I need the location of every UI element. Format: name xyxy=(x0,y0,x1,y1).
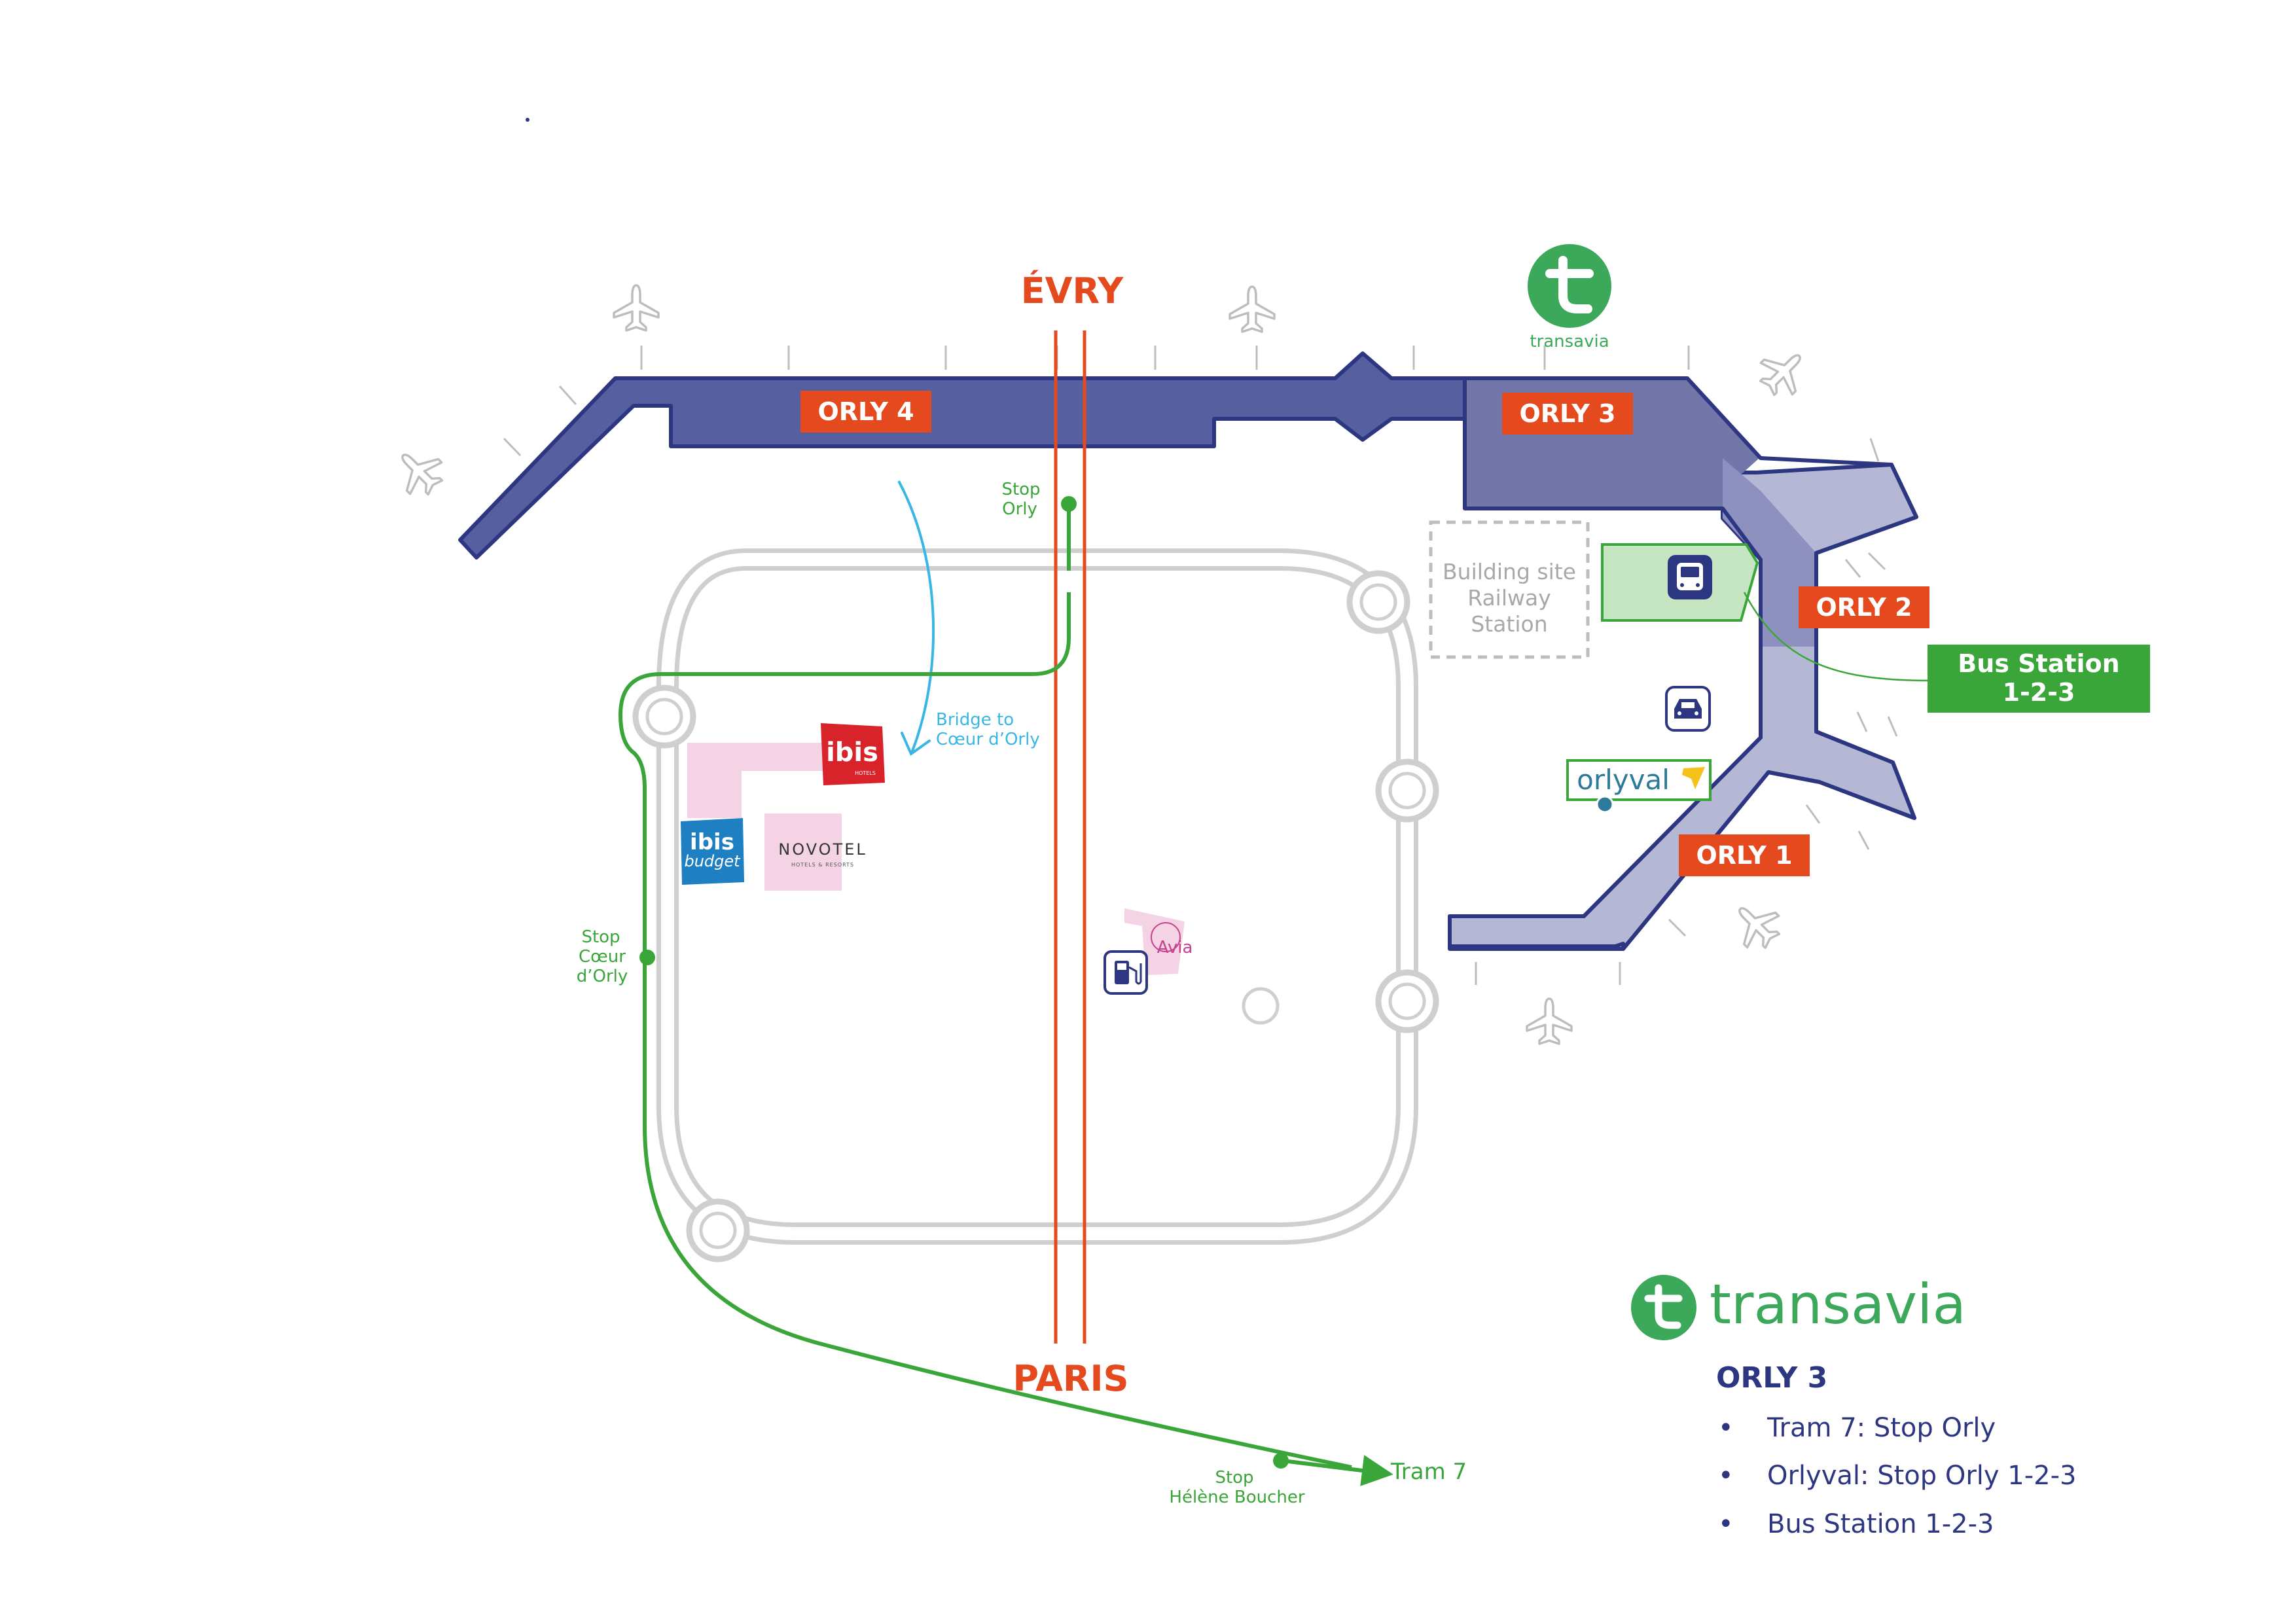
svg-text:ibis: ibis xyxy=(826,738,878,768)
airplane-icon xyxy=(1229,285,1276,333)
ibis-logo: ibis HOTELS xyxy=(821,723,885,785)
airplane-icon xyxy=(386,438,452,505)
svg-text:ibis: ibis xyxy=(690,829,734,855)
svg-text:d’Orly: d’Orly xyxy=(577,967,628,986)
roundabout xyxy=(1350,573,1407,631)
airplane-icon xyxy=(613,284,660,332)
transavia-logo-icon xyxy=(1528,244,1611,328)
svg-text:transavia: transavia xyxy=(1530,332,1609,351)
svg-text:Stop: Stop xyxy=(581,927,620,947)
svg-text:orlyval: orlyval xyxy=(1577,764,1670,796)
transavia-logo-icon xyxy=(1631,1275,1696,1340)
terminal-labels: ORLY 4 ORLY 3 ORLY 2 ORLY 1 xyxy=(800,391,1929,876)
fuel-pump-icon xyxy=(1103,950,1148,995)
stop-coeur-marker xyxy=(639,950,655,965)
svg-text:budget: budget xyxy=(684,852,741,870)
legend-item: Orlyval: Stop Orly 1-2-3 xyxy=(1767,1461,2077,1491)
stand-lines xyxy=(503,346,1898,985)
svg-text:Hélène Boucher: Hélène Boucher xyxy=(1169,1488,1304,1507)
roundabout xyxy=(1378,762,1436,819)
city-north-label: ÉVRY xyxy=(1021,270,1124,312)
legend-item: Tram 7: Stop Orly xyxy=(1767,1413,1996,1443)
bridge-arrow: Bridge to Cœur d’Orly xyxy=(897,480,1040,757)
avia-station: Avia xyxy=(1103,908,1193,995)
stop-helene-marker xyxy=(1273,1453,1289,1469)
roundabout xyxy=(636,688,693,745)
stop-orly-marker xyxy=(1061,496,1077,512)
svg-text:HOTELS: HOTELS xyxy=(855,770,876,776)
svg-text:Building site: Building site xyxy=(1443,559,1576,584)
orly-3-label: ORLY 3 xyxy=(1519,399,1615,428)
avia-label: Avia xyxy=(1157,938,1193,957)
bus-station-label: Bus Station 1-2-3 xyxy=(1928,645,2150,713)
svg-text:Bus Station: Bus Station xyxy=(1958,649,2119,678)
taxi-icon xyxy=(1665,686,1711,732)
svg-text:HOTELS & RESORTS: HOTELS & RESORTS xyxy=(791,862,854,868)
bus-station-area: Bus Station 1-2-3 xyxy=(1601,543,2150,713)
orly-4-label: ORLY 4 xyxy=(817,397,914,426)
legend: transavia ORLY 3 • Tram 7: Stop Orly • O… xyxy=(1631,1272,2077,1539)
airplane-icon xyxy=(1526,997,1573,1045)
legend-item: Bus Station 1-2-3 xyxy=(1767,1509,1994,1539)
svg-text:Orly: Orly xyxy=(1002,499,1037,519)
road-loop xyxy=(636,548,1436,1259)
tram-7-line: Stop Orly Stop Cœur d’Orly Stop Hélène B… xyxy=(577,480,1467,1507)
roundabout xyxy=(1378,972,1436,1030)
svg-text:1-2-3: 1-2-3 xyxy=(2003,678,2075,707)
airplane-icon xyxy=(1750,339,1816,405)
transavia-brand-logo: transavia xyxy=(1631,1272,1966,1340)
legend-title: ORLY 3 xyxy=(1716,1361,1827,1395)
svg-text:•: • xyxy=(1718,1413,1734,1443)
svg-text:Stop: Stop xyxy=(1215,1468,1253,1488)
city-south-label: PARIS xyxy=(1013,1358,1129,1399)
svg-text:Cœur: Cœur xyxy=(579,947,626,967)
orlyval-logo: orlyval xyxy=(1566,759,1712,813)
svg-text:Cœur d’Orly: Cœur d’Orly xyxy=(936,730,1040,749)
svg-text:transavia: transavia xyxy=(1710,1272,1966,1336)
hotel-area: ibis HOTELS ibis budget NOVOTEL HOTELS &… xyxy=(681,723,885,891)
svg-text:Stop: Stop xyxy=(1001,480,1040,499)
terminals xyxy=(458,351,1918,951)
stray-dot xyxy=(526,118,529,122)
svg-text:•: • xyxy=(1718,1461,1734,1491)
airplane-icon xyxy=(1723,892,1789,958)
roundabout xyxy=(689,1202,747,1259)
svg-text:Railway: Railway xyxy=(1467,585,1551,611)
bus-icon xyxy=(1668,555,1712,599)
transavia-terminal-logo: transavia xyxy=(1528,244,1611,351)
railway-lines: ÉVRY PARIS xyxy=(1013,270,1129,1399)
svg-text:Station: Station xyxy=(1471,611,1547,637)
tram-7-label: Tram 7 xyxy=(1390,1459,1467,1485)
svg-text:Bridge to: Bridge to xyxy=(936,710,1014,730)
orly-1-label: ORLY 1 xyxy=(1696,841,1792,870)
orlyval-stop xyxy=(1596,795,1614,813)
roundabout-small xyxy=(1242,987,1280,1025)
building-site: Building site Railway Station xyxy=(1429,520,1590,659)
svg-text:•: • xyxy=(1718,1509,1734,1539)
orly-2-label: ORLY 2 xyxy=(1816,593,1912,622)
svg-text:NOVOTEL: NOVOTEL xyxy=(778,840,867,859)
ibis-budget-logo: ibis budget xyxy=(681,818,744,885)
novotel-logo: NOVOTEL HOTELS & RESORTS xyxy=(778,840,867,868)
